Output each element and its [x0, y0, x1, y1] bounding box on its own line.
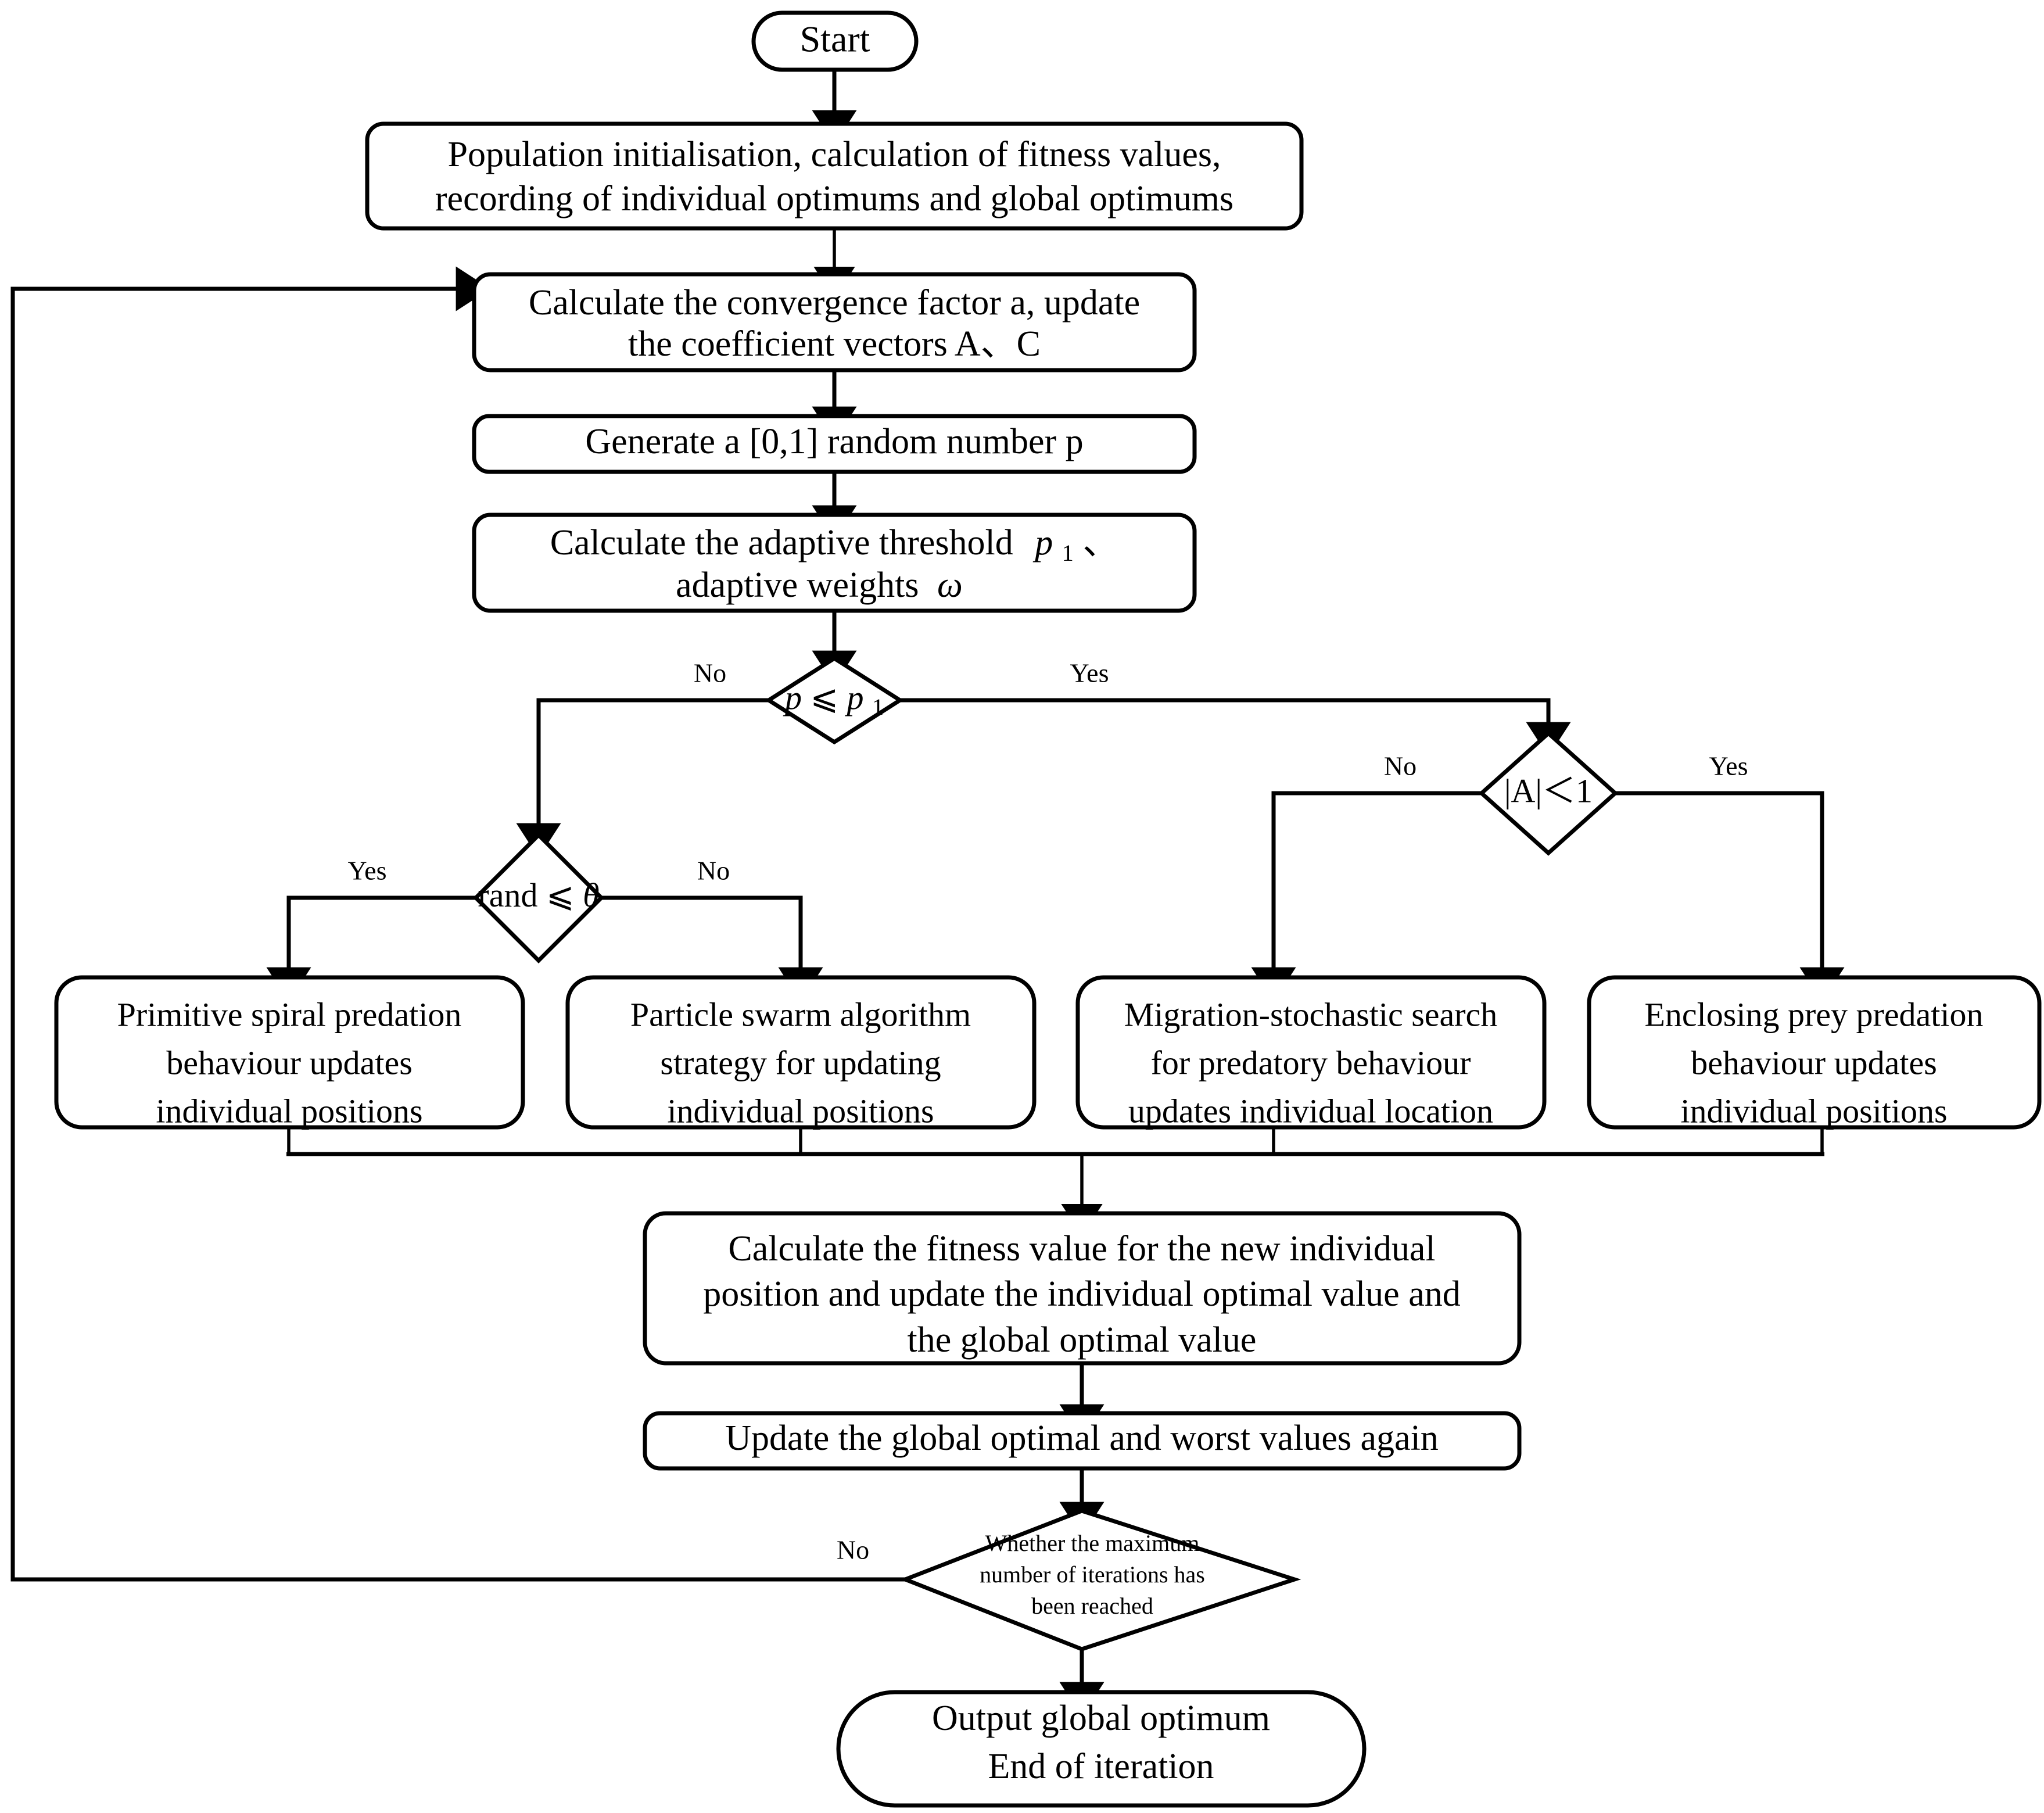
node-decision-p-threshold[interactable]: p ⩽ p 1 No Yes [694, 655, 1109, 745]
threshold-shape [472, 513, 1197, 613]
threshold-line1-suffix: 、 [1082, 523, 1118, 562]
fitness-line2: position and update the individual optim… [703, 1274, 1460, 1314]
decision-maxiter-branch-no-label: No [837, 1535, 869, 1565]
action-enclosing-line3: individual positions [1680, 1092, 1947, 1130]
action-migration-line3: updates individual location [1128, 1092, 1493, 1130]
action-migration-line2: for predatory behaviour [1151, 1044, 1471, 1081]
decision-a-branch-no-label: No [1384, 751, 1417, 781]
decision-maxiter-line2: number of iterations has [980, 1561, 1205, 1588]
decision-a-branch-yes-label: Yes [1709, 751, 1748, 781]
decision-a-expression: |A|＜1 [1504, 772, 1593, 809]
node-decision-max-iterations[interactable]: Whether the maximum number of iterations… [837, 1509, 1301, 1651]
action-pso-line1: Particle swarm algorithm [630, 995, 971, 1033]
edge-decisionp-yes-to-decisiona [898, 698, 1571, 757]
fitness-shape [643, 1211, 1522, 1366]
init-label-line1: Population initialisation, calculation o… [447, 135, 1221, 174]
convergence-label-line1: Calculate the convergence factor a, upda… [529, 283, 1140, 323]
threshold-line1-subscript: 1 [1062, 540, 1074, 566]
decision-p-right: p [845, 679, 864, 716]
node-start[interactable]: Start [751, 10, 919, 72]
end-line2: End of iteration [988, 1747, 1214, 1786]
action-pso-line3: individual positions [667, 1092, 934, 1130]
decision-maxiter-shape [899, 1509, 1301, 1651]
edge-decisionp-no-to-rand [516, 698, 770, 858]
action-spiral-line3: individual positions [156, 1092, 422, 1130]
decision-p-branch-no-label: No [694, 658, 726, 688]
threshold-line2-symbol: ω [937, 565, 963, 605]
node-action-primitive-spiral[interactable]: Primitive spiral predation behaviour upd… [54, 975, 525, 1130]
node-action-migration-search[interactable]: Migration-stochastic search for predator… [1075, 975, 1547, 1130]
decision-a-shape [1478, 730, 1619, 856]
init-shape [365, 121, 1304, 231]
threshold-label-line1: Calculate the adaptive threshold p 1 、 [550, 523, 1119, 572]
action-spiral-shape [54, 975, 525, 1130]
update-again-label: Update the global optimal and worst valu… [725, 1418, 1439, 1458]
decision-p-right-subscript: 1 [872, 694, 884, 720]
decision-maxiter-line3: been reached [1031, 1593, 1153, 1619]
action-spiral-line1: Primitive spiral predation [117, 995, 462, 1033]
start-label: Start [800, 19, 870, 60]
action-migration-line1: Migration-stochastic search [1124, 995, 1498, 1033]
edge-decisiona-yes-to-enclosing [1613, 791, 1845, 1002]
update-again-shape [643, 1411, 1522, 1471]
edge-decisiona-no-to-migration [1251, 791, 1483, 1002]
convergence-shape [472, 272, 1197, 372]
decision-p-op: ⩽ [810, 679, 838, 716]
action-enclosing-shape [1587, 975, 2042, 1130]
decision-rand-shape [473, 832, 604, 963]
node-calculate-fitness-update[interactable]: Calculate the fitness value for the new … [643, 1211, 1522, 1366]
action-pso-shape [565, 975, 1037, 1130]
action-pso-line2: strategy for updating [660, 1044, 941, 1081]
node-population-initialisation[interactable]: Population initialisation, calculation o… [365, 121, 1304, 231]
node-convergence-factor[interactable]: Calculate the convergence factor a, upda… [472, 272, 1197, 372]
fitness-line1: Calculate the fitness value for the new … [728, 1229, 1435, 1269]
decision-rand-expression: rand ⩽ θ [478, 876, 599, 914]
decision-p-branch-yes-label: Yes [1070, 658, 1109, 688]
decision-maxiter-line1: Whether the maximum [985, 1530, 1200, 1556]
node-update-global-again[interactable]: Update the global optimal and worst valu… [643, 1411, 1522, 1471]
init-label-line2: recording of individual optimums and glo… [435, 179, 1233, 218]
threshold-line1-symbol: p [1032, 523, 1053, 562]
threshold-line1-prefix: Calculate the adaptive threshold [550, 523, 1013, 562]
decision-p-shape [765, 655, 904, 745]
action-migration-shape [1075, 975, 1547, 1130]
action-enclosing-line2: behaviour updates [1691, 1044, 1937, 1081]
node-adaptive-threshold[interactable]: Calculate the adaptive threshold p 1 、 a… [472, 513, 1197, 613]
edge-rand-no-to-pso [600, 895, 823, 1002]
decision-rand-branch-no-label: No [697, 856, 730, 886]
decision-rand-branch-yes-label: Yes [348, 856, 387, 886]
node-decision-rand-theta[interactable]: rand ⩽ θ Yes No [348, 832, 730, 963]
threshold-line2-prefix: adaptive weights [676, 565, 919, 605]
threshold-label-line2: adaptive weights ω [676, 565, 963, 605]
decision-p-expression: p ⩽ p 1 [783, 679, 884, 720]
convergence-label-line2: the coefficient vectors A、C [628, 324, 1041, 364]
node-action-particle-swarm[interactable]: Particle swarm algorithm strategy for up… [565, 975, 1037, 1130]
node-end-output-global-optimum[interactable]: Output global optimum End of iteration [836, 1690, 1367, 1808]
end-shape [836, 1690, 1367, 1808]
decision-rand-right: θ [583, 876, 600, 914]
decision-p-left: p [783, 679, 802, 716]
action-enclosing-line1: Enclosing prey predation [1644, 995, 1983, 1033]
connector-layer [10, 70, 1845, 1717]
node-generate-random-number[interactable]: Generate a [0,1] random number p [472, 414, 1197, 474]
edge-maxiter-no-to-convergence [10, 266, 906, 1582]
decision-rand-op: ⩽ [546, 876, 575, 914]
fitness-line3: the global optimal value [908, 1320, 1257, 1360]
end-line1: Output global optimum [932, 1699, 1270, 1738]
random-label: Generate a [0,1] random number p [585, 422, 1083, 461]
decision-rand-left: rand [478, 876, 537, 914]
random-shape [472, 414, 1197, 474]
start-shape [751, 10, 919, 72]
node-decision-coefficient-a[interactable]: |A|＜1 No Yes [1384, 730, 1748, 856]
node-action-enclosing-prey[interactable]: Enclosing prey predation behaviour updat… [1587, 975, 2042, 1130]
action-spiral-line2: behaviour updates [166, 1044, 413, 1081]
edge-rand-yes-to-spiral [266, 895, 478, 1002]
